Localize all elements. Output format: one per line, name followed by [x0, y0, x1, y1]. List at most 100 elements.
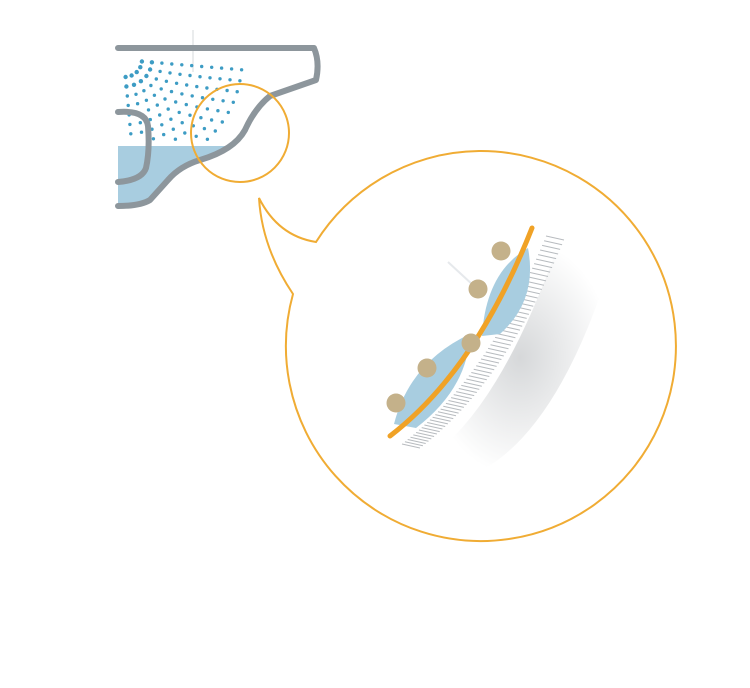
hatch-stroke [410, 436, 429, 442]
hatch-stroke [473, 368, 492, 374]
spray-dot [218, 77, 222, 81]
spray-dot [131, 82, 137, 88]
spray-dot [238, 79, 242, 83]
dirt-particle [468, 279, 488, 299]
spray-dot [164, 79, 169, 84]
dirt-particles [386, 241, 511, 413]
spray-dot [220, 120, 224, 124]
spray-dot [138, 79, 144, 84]
dirt-particle [417, 358, 437, 378]
spray-dot [194, 134, 198, 138]
spray-dot [168, 71, 172, 75]
dirt-particle [386, 393, 406, 413]
spray-dot [228, 78, 232, 82]
spray-dot [225, 88, 229, 93]
spray-dot [139, 59, 145, 64]
hatch-stroke [494, 336, 514, 342]
spray-dot [142, 89, 146, 93]
hatch-stroke [440, 408, 459, 414]
surface-detail [386, 225, 612, 476]
spray-dot [195, 84, 199, 89]
hatch-stroke [529, 272, 549, 277]
highlight-line [447, 261, 475, 287]
water-droplet-lower [394, 334, 470, 428]
spray-dot [200, 96, 205, 100]
hatch-stroke [461, 384, 480, 390]
spray-dot [134, 92, 138, 97]
hatch-stroke [445, 402, 465, 408]
toilet-cross-section-icon [115, 30, 321, 209]
spray-dot [144, 98, 149, 103]
surface-shadow [428, 239, 612, 476]
spray-dot [219, 66, 224, 70]
hatch-stroke [480, 358, 500, 364]
spray-dot [166, 107, 170, 111]
hatch-stroke [537, 254, 557, 260]
hatch-stroke [456, 391, 475, 397]
spray-dot [139, 130, 144, 134]
spray-dot [184, 102, 188, 107]
spray-dot [211, 97, 215, 102]
hatch-stroke [476, 365, 495, 371]
spray-dot [160, 61, 164, 65]
spray-dot [180, 92, 184, 96]
hatch-stroke [415, 432, 435, 437]
hatch-stroke [404, 441, 424, 447]
spray-dot [180, 63, 184, 67]
spray-dot [235, 90, 239, 94]
spray-dot [178, 72, 182, 77]
spray-dot [169, 89, 174, 94]
spray-dots [123, 59, 244, 141]
spray-dot [128, 122, 132, 127]
bowl-inner-outline [115, 108, 152, 185]
spray-dot [216, 109, 220, 113]
hatch-stroke [458, 388, 477, 393]
hatch-stroke [463, 381, 482, 387]
spray-dot [173, 137, 178, 141]
hatch-stroke [527, 276, 547, 282]
spray-dot [151, 137, 156, 141]
spray-dot [188, 73, 192, 78]
hatch-stroke [535, 258, 555, 264]
hatch-stroke [453, 394, 472, 400]
hatch-stroke [437, 411, 457, 417]
dirt-particle [461, 333, 481, 353]
spray-dot [174, 100, 178, 104]
spray-dot [198, 75, 202, 79]
spray-dot [125, 94, 129, 98]
hatch-stroke [471, 372, 490, 377]
hatch-stroke [427, 422, 446, 427]
hatch-stroke [418, 429, 438, 435]
hatch-stroke [429, 419, 449, 425]
spray-dot [226, 110, 230, 115]
hatch-stroke [483, 355, 502, 360]
spray-dot [185, 83, 189, 87]
spray-dot [231, 100, 235, 105]
spray-dot [129, 73, 134, 78]
hatch-stroke [468, 375, 487, 381]
spray-dot [210, 65, 214, 70]
spray-dot [221, 99, 225, 103]
spray-dot [209, 118, 214, 122]
spray-dot [162, 132, 166, 137]
hatch-stroke [448, 400, 467, 405]
spray-dot [229, 67, 234, 71]
spray-dot [205, 86, 209, 90]
hatch-stroke [424, 424, 443, 430]
hatch-stroke [478, 361, 497, 367]
spray-dot [190, 63, 194, 68]
surface-hatch [401, 235, 565, 449]
spray-dot [163, 97, 167, 101]
hatch-stroke [432, 416, 451, 422]
hatch-stroke [443, 405, 462, 411]
spray-dot [158, 113, 162, 117]
spray-dot [170, 62, 174, 66]
hatch-stroke [533, 263, 553, 269]
spray-dot [135, 102, 140, 106]
spray-dot [134, 69, 139, 75]
hatch-stroke [466, 378, 485, 384]
spray-dot [155, 103, 159, 107]
spray-dot [205, 107, 210, 111]
spray-dot [154, 77, 158, 81]
